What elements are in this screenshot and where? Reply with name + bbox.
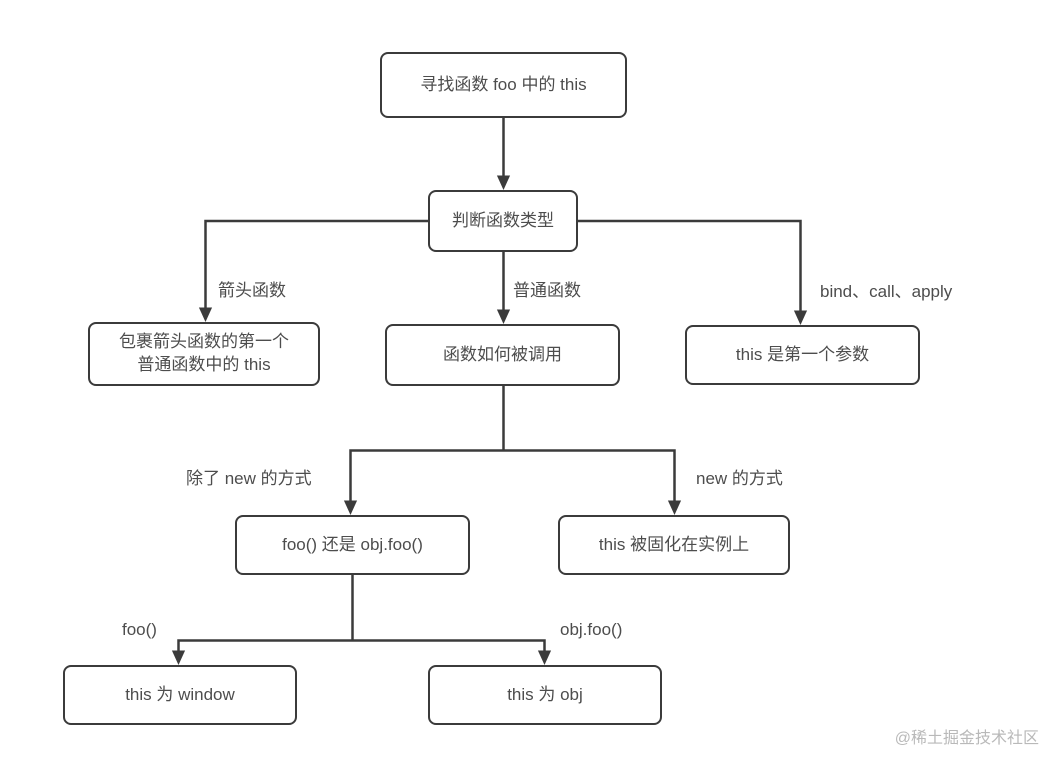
node-find-this: 寻找函数 foo 中的 this [380,52,627,118]
edge-label-normal-fn: 普通函数 [513,281,581,300]
node-first-param-label: this 是第一个参数 [735,344,870,364]
node-arrow-wrap-line2: 普通函数中的 this [137,355,271,374]
edge-label-new-way: new 的方式 [696,469,783,488]
node-how-called-label: 函数如何被调用 [443,344,562,364]
node-judge-type-label: 判断函数类型 [452,210,554,230]
node-new-fixed: this 被固化在实例上 [558,515,790,575]
node-judge-type: 判断函数类型 [428,190,578,252]
node-which-call-label: foo() 还是 obj.foo() [282,534,423,554]
node-this-window-label: this 为 window [125,684,235,704]
node-arrow-wrap: 包裹箭头函数的第一个 普通函数中的 this [88,322,320,386]
edge-split-to-which-call [343,449,504,515]
node-arrow-wrap-line1: 包裹箭头函数的第一个 [119,332,289,352]
node-this-obj-label: this 为 obj [507,684,583,704]
edge-split-to-this-obj [352,639,552,665]
edge-label-not-new: 除了 new 的方式 [186,469,312,488]
node-first-param: this 是第一个参数 [685,325,920,385]
edge-label-foo-call: foo() [122,620,157,639]
node-this-window: this 为 window [63,665,297,725]
watermark-text: @稀土掘金技术社区 [894,730,1039,747]
edge-judge-to-first-param [578,219,808,325]
edge-label-bind-call-apply: bind、call、apply [820,282,953,301]
node-how-called: 函数如何被调用 [385,324,620,386]
edge-split-to-this-window [171,639,353,665]
edge-split-to-new-fixed [503,449,682,515]
edge-label-obj-foo-call: obj.foo() [560,620,623,639]
edge-label-arrow-fn: 箭头函数 [218,281,286,300]
node-this-obj: this 为 obj [428,665,662,725]
node-find-this-label: 寻找函数 foo 中的 this [420,74,587,94]
node-new-fixed-label: this 被固化在实例上 [598,534,750,554]
edge-judge-to-arrow-wrap [198,219,428,322]
node-which-call: foo() 还是 obj.foo() [235,515,470,575]
